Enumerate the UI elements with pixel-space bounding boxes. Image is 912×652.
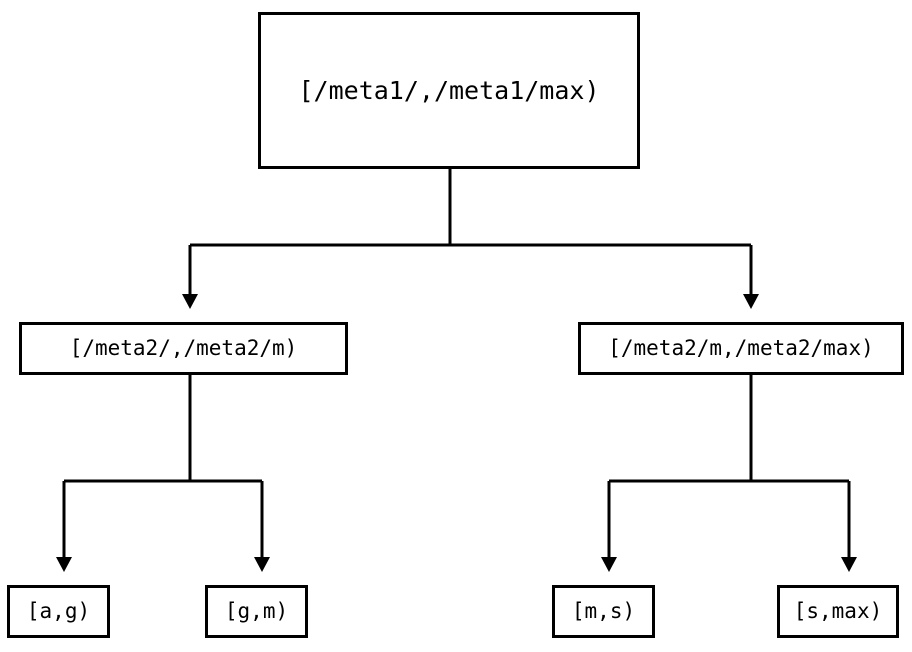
- node-leaf-1[interactable]: [a,g): [7, 585, 110, 638]
- arrowhead-mid-left-to-leaf2: [254, 557, 270, 572]
- arrowhead-root-to-mid-right: [743, 294, 759, 309]
- node-mid-left-label: [/meta2/,/meta2/m): [69, 336, 298, 360]
- node-leaf-2-label: [g,m): [224, 599, 289, 623]
- arrowhead-root-to-mid-left: [182, 294, 198, 309]
- node-leaf-1-label: [a,g): [26, 599, 91, 623]
- node-leaf-4[interactable]: [s,max): [777, 585, 899, 638]
- node-leaf-3[interactable]: [m,s): [552, 585, 655, 638]
- node-mid-right-label: [/meta2/m,/meta2/max): [608, 336, 874, 360]
- node-leaf-4-label: [s,max): [793, 599, 883, 623]
- node-mid-left[interactable]: [/meta2/,/meta2/m): [19, 322, 348, 375]
- node-leaf-3-label: [m,s): [571, 599, 636, 623]
- node-leaf-2[interactable]: [g,m): [205, 585, 308, 638]
- arrowhead-mid-right-to-leaf4: [841, 557, 857, 572]
- arrowhead-mid-right-to-leaf3: [601, 557, 617, 572]
- arrowhead-mid-left-to-leaf1: [56, 557, 72, 572]
- node-root[interactable]: [/meta1/,/meta1/max): [258, 12, 640, 169]
- node-root-label: [/meta1/,/meta1/max): [298, 76, 600, 105]
- node-mid-right[interactable]: [/meta2/m,/meta2/max): [578, 322, 904, 375]
